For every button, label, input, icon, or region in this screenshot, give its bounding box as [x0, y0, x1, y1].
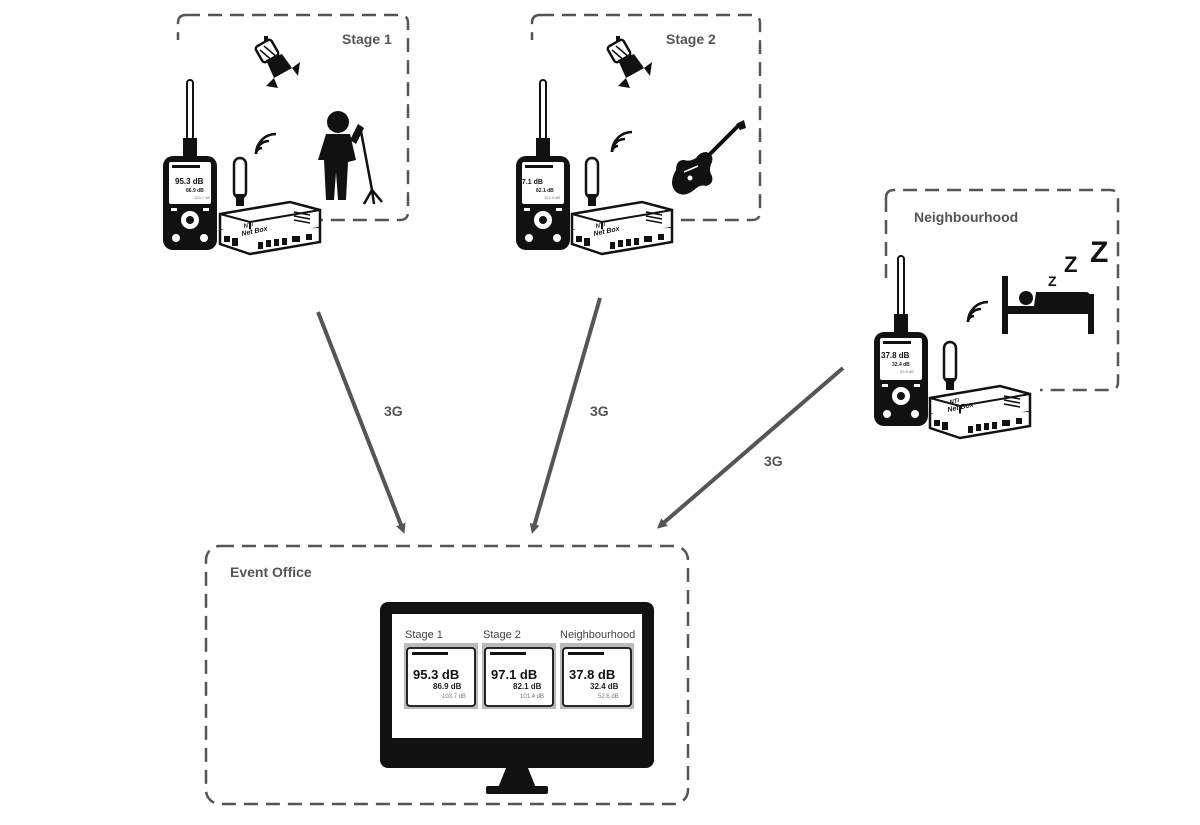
svg-text:103.7 dB: 103.7 dB	[442, 694, 466, 700]
svg-text:Neighbourhood: Neighbourhood	[560, 629, 635, 641]
stage1-devices: 95.3 dB 86.9 dB 103.7 dB NTi Net Box	[162, 34, 383, 256]
svg-text:52.6 dB: 52.6 dB	[900, 369, 914, 374]
spotlight-icon	[605, 34, 654, 90]
netbox-stage2: NTi Net Box	[570, 156, 674, 256]
singer-icon	[318, 111, 383, 205]
svg-text:NTi: NTi	[243, 222, 254, 230]
svg-text:86.9 dB: 86.9 dB	[186, 188, 204, 194]
svg-text:3G: 3G	[764, 453, 783, 469]
stage2-zone: Stage 2	[530, 13, 762, 222]
svg-text:3G: 3G	[590, 403, 609, 419]
wifi-icon	[254, 132, 278, 156]
svg-text:Stage 1: Stage 1	[405, 629, 443, 641]
netbox-neighbourhood: NTi Net Box	[928, 340, 1032, 440]
svg-text:82.1 dB: 82.1 dB	[536, 188, 554, 194]
svg-text:3G: 3G	[384, 403, 403, 419]
svg-text:32.4 dB: 32.4 dB	[590, 682, 619, 691]
neighbourhood-zone: Neighbourhood	[884, 188, 1120, 392]
bed-icon	[1002, 276, 1094, 334]
link-stage1-office: 3G	[316, 311, 406, 534]
svg-text:NTi: NTi	[949, 398, 960, 406]
svg-text:NTi: NTi	[595, 222, 606, 230]
svg-text:82.1 dB: 82.1 dB	[513, 682, 542, 691]
svg-text:37.8 dB: 37.8 dB	[881, 351, 910, 360]
netbox-stage1: NTi Net Box	[218, 156, 322, 256]
svg-text:Z: Z	[1064, 252, 1077, 277]
neighbourhood-devices: Z Z Z 37.8 dB 32.4 dB 52.6 dB NTi Net Bo…	[873, 236, 1108, 440]
spotlight-icon	[253, 34, 302, 90]
sound-meter-stage1: 95.3 dB 86.9 dB 103.7 dB	[162, 79, 218, 251]
wifi-icon	[610, 130, 634, 154]
svg-text:86.9 dB: 86.9 dB	[433, 682, 462, 691]
svg-text:Z: Z	[1090, 236, 1108, 269]
office-zone: Event Office	[204, 544, 690, 806]
guitar-icon	[672, 120, 746, 195]
svg-text:Z: Z	[1048, 273, 1057, 289]
link-neighbourhood-office: 3G	[656, 366, 845, 529]
monitor-panel-stage2: Stage 2 97.1 dB 82.1 dB 101.4 dB	[482, 629, 556, 709]
stage1-zone: Stage 1	[176, 13, 410, 222]
monitor-panel-stage1: Stage 1 95.3 dB 86.9 dB 103.7 dB	[404, 629, 478, 709]
office-monitor: Stage 1 95.3 dB 86.9 dB 103.7 dB Stage 2…	[380, 602, 654, 794]
neighbourhood-label: Neighbourhood	[914, 209, 1018, 225]
stage2-devices: 97.1 dB 82.1 dB 101.4 dB NTi Net Box	[515, 34, 746, 256]
svg-text:32.4 dB: 32.4 dB	[892, 362, 910, 368]
svg-text:97.1 dB: 97.1 dB	[491, 667, 537, 682]
monitor-panel-neighbourhood: Neighbourhood 37.8 dB 32.4 dB 52.6 dB	[560, 629, 635, 709]
svg-text:52.6 dB: 52.6 dB	[598, 694, 619, 700]
svg-text:95.3 dB: 95.3 dB	[175, 177, 204, 186]
sound-meter-neighbourhood: 37.8 dB 32.4 dB 52.6 dB	[873, 255, 929, 427]
stage2-label: Stage 2	[666, 31, 716, 47]
link-stage2-office: 3G	[529, 297, 609, 534]
sound-meter-stage2: 97.1 dB 82.1 dB 101.4 dB	[515, 79, 571, 251]
svg-text:37.8 dB: 37.8 dB	[569, 667, 615, 682]
svg-text:Stage 2: Stage 2	[483, 629, 521, 641]
svg-text:95.3 dB: 95.3 dB	[413, 667, 459, 682]
svg-text:101.4 dB: 101.4 dB	[544, 195, 560, 200]
svg-text:103.7 dB: 103.7 dB	[194, 195, 210, 200]
wifi-icon	[966, 300, 990, 324]
svg-text:97.1 dB: 97.1 dB	[518, 179, 543, 186]
office-label: Event Office	[230, 564, 312, 580]
svg-text:101.4 dB: 101.4 dB	[520, 694, 544, 700]
sleep-z-icon: Z Z Z	[1048, 236, 1108, 289]
stage1-label: Stage 1	[342, 31, 392, 47]
